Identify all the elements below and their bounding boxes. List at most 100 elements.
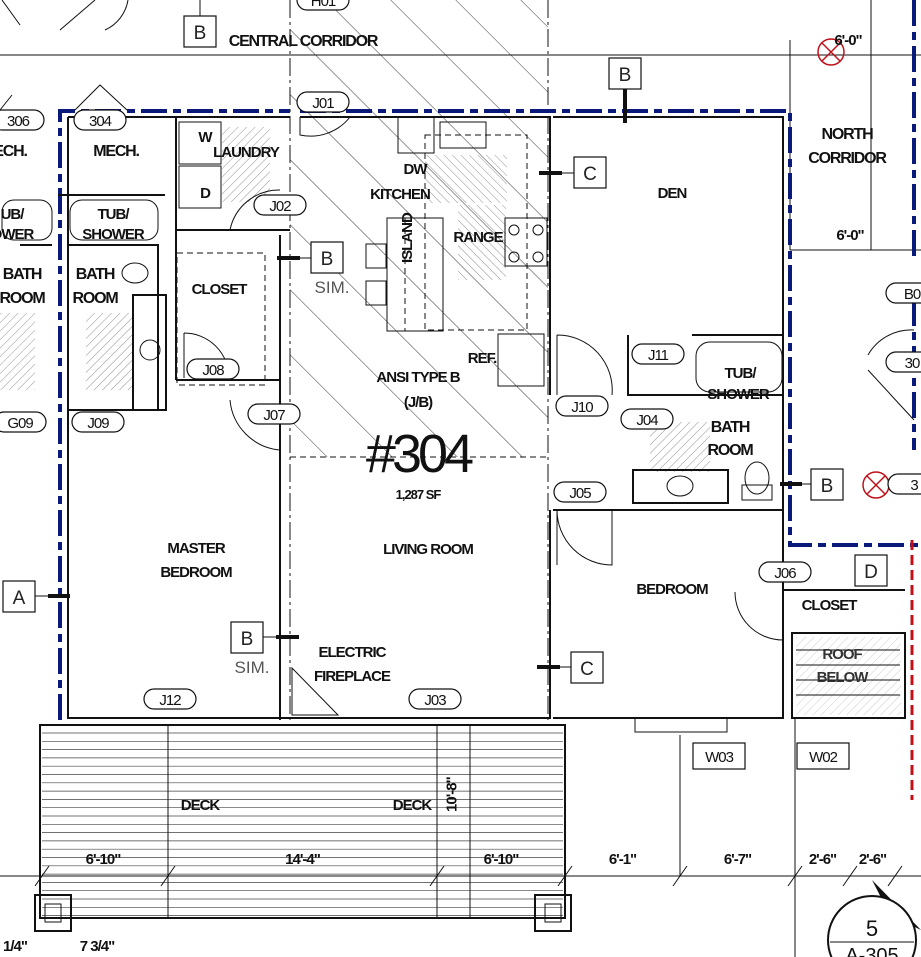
bath-label: BATH — [76, 266, 115, 283]
door-tag-label: J03 — [424, 692, 446, 709]
tub-shower-label: SHOWER — [82, 226, 145, 243]
dimension-label: 1/4" — [3, 938, 28, 955]
section-tag: D — [864, 562, 878, 583]
dimension-tick — [160, 865, 176, 887]
door-tag: G09 — [0, 411, 47, 433]
dimension-label: 6'-10" — [86, 851, 122, 868]
roof-below-label: ROOF — [822, 646, 862, 663]
door-tag-label: J01 — [312, 95, 334, 112]
door-tag: J06 — [758, 561, 812, 583]
laundry-fixtures — [176, 121, 270, 386]
section-tag: C — [583, 164, 597, 185]
bath-fixtures — [0, 199, 783, 504]
kitchen-fixtures — [365, 116, 548, 387]
master-bedroom-label: BEDROOM — [160, 564, 232, 581]
window-walls — [634, 717, 796, 957]
door-tag-label: H01 — [311, 0, 336, 10]
fireplace-label: FIREPLACE — [314, 668, 391, 685]
tub-shower-label: OWER — [0, 226, 34, 243]
tub-shower-label: UB/ — [1, 206, 26, 223]
kitchen-label: KITCHEN — [370, 186, 430, 203]
dimension-ticks — [34, 865, 903, 887]
window-tag-label: W02 — [809, 749, 838, 766]
master-bedroom-label: MASTER — [167, 540, 226, 557]
smoke-detector-icon — [817, 38, 845, 66]
deck — [34, 724, 572, 932]
unit-area: 1,287 SF — [396, 487, 442, 502]
dimension-tick — [429, 865, 445, 887]
corridor-width-dimension: 6'-0" — [834, 32, 862, 49]
dimension-tick — [842, 865, 858, 887]
dishwasher-label: DW — [404, 161, 429, 178]
dimension-label: 6'-10" — [484, 851, 520, 868]
dimension-labels: 6'-10"14'-4"6'-10"6'-1"6'-7"2'-6"2'-6" — [86, 851, 888, 868]
laundry-label: LAUNDRY — [213, 144, 280, 161]
door-tag-label: 304 — [89, 113, 112, 130]
washer-label: W — [198, 129, 213, 146]
section-tag: B — [619, 65, 632, 86]
dimension-label: 2'-6" — [859, 851, 887, 868]
mech-room-label: ECH. — [0, 143, 27, 160]
mech-room-label: MECH. — [93, 143, 139, 160]
door-tag: 30 — [885, 351, 921, 373]
door-tag-label: 3 — [910, 477, 918, 494]
dimension-tick — [557, 865, 573, 887]
sim-label: SIM. — [315, 278, 350, 297]
fireplace-symbol — [291, 666, 340, 716]
island-label: ISLAND — [399, 212, 416, 263]
door-tag-label: J11 — [648, 347, 669, 364]
fireplace-label: ELECTRIC — [319, 644, 387, 661]
refrigerator-label: REF. — [468, 350, 497, 367]
section-tag: C — [580, 659, 594, 680]
section-tags: B B B SIM. C C B A B SIM. D — [2, 0, 888, 684]
dimension-label: 6'-1" — [609, 851, 637, 868]
detail-number: 5 — [866, 916, 878, 941]
bath-label: ROOM — [0, 290, 45, 307]
deck-label: DECK — [393, 797, 433, 814]
door-tag: 306 — [0, 109, 45, 131]
section-tag: B — [194, 23, 207, 44]
detail-sheet: A-305 — [845, 945, 898, 957]
door-tag-label: J08 — [202, 362, 224, 379]
door-tag-label: G09 — [7, 415, 33, 432]
door-tag-label: J12 — [159, 692, 181, 709]
unit-boundary — [58, 109, 921, 720]
door-tag-label: J02 — [269, 198, 291, 215]
dryer-label: D — [200, 185, 211, 202]
door-tag: J12 — [143, 688, 197, 710]
central-corridor-label: CENTRAL CORRIDOR — [229, 33, 379, 50]
door-tag: J02 — [253, 194, 307, 216]
den-label: DEN — [658, 185, 687, 202]
range-label: RANGE — [453, 229, 503, 246]
door-tag: J05 — [553, 481, 607, 503]
north-corridor-label: CORRIDOR — [808, 150, 887, 167]
door-tag: J08 — [186, 358, 240, 380]
closet-label: CLOSET — [192, 281, 248, 298]
sim-label: SIM. — [235, 658, 270, 677]
tub-shower-label: TUB/ — [98, 206, 131, 223]
dimension-label: 2'-6" — [809, 851, 837, 868]
section-tag: B — [821, 476, 834, 497]
deck-depth-dimension: 10'-8" — [444, 776, 461, 812]
door-tag-label: 306 — [7, 113, 30, 130]
door-swings — [0, 0, 915, 641]
dimension-label: 14'-4" — [285, 851, 321, 868]
door-tag: J04 — [620, 408, 674, 430]
door-tag: 304 — [73, 109, 127, 131]
tub-shower-label: SHOWER — [707, 386, 770, 403]
door-tag: J03 — [408, 688, 462, 710]
bath-label: BATH — [3, 266, 42, 283]
dimension-tick — [672, 865, 688, 887]
door-tag: 3 — [887, 473, 921, 495]
tub-shower-label: TUB/ — [725, 365, 758, 382]
door-tag: J10 — [555, 395, 609, 417]
dimension-label: 7 3/4" — [80, 938, 115, 955]
door-tag-label: J05 — [569, 485, 591, 502]
corridor-width-dimension: 6'-0" — [836, 227, 864, 244]
closet-label: CLOSET — [802, 597, 858, 614]
window-tag: W03 — [692, 742, 746, 770]
section-tag: B — [321, 249, 334, 270]
unit-number: #304 — [366, 424, 473, 484]
